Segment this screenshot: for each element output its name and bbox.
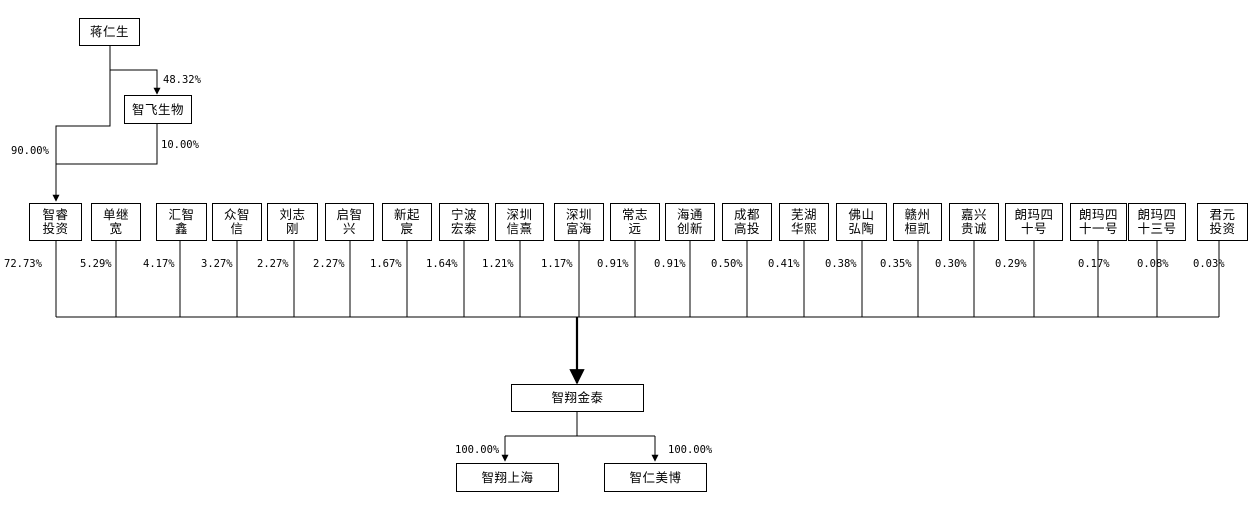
shareholder-node: 朗玛四 十三号: [1128, 203, 1186, 241]
shareholder-node: 朗玛四 十号: [1005, 203, 1063, 241]
subsidiary-node-1: 智翔上海: [456, 463, 559, 492]
shareholder-pct: 1.64%: [426, 258, 458, 270]
shareholder-node: 刘志 刚: [267, 203, 318, 241]
shareholder-node: 海通 创新: [665, 203, 715, 241]
subsidiary-1-pct: 100.00%: [455, 444, 500, 456]
shareholder-pct: 3.27%: [201, 258, 233, 270]
shareholder-node: 朗玛四 十一号: [1070, 203, 1127, 241]
target-node: 智翔金泰: [511, 384, 644, 412]
company-target-pct: 10.00%: [161, 139, 199, 151]
shareholder-pct: 0.29%: [995, 258, 1027, 270]
shareholder-pct: 2.27%: [257, 258, 289, 270]
person-target-pct: 90.00%: [11, 145, 49, 157]
person-company-pct: 48.32%: [163, 74, 201, 86]
shareholder-node: 启智 兴: [325, 203, 374, 241]
shareholder-pct: 2.27%: [313, 258, 345, 270]
edge-person-company: [109, 46, 161, 95]
shareholder-pct: 0.03%: [1193, 258, 1225, 270]
shareholder-node: 成都 高投: [722, 203, 772, 241]
shareholder-node: 深圳 信熹: [495, 203, 544, 241]
edge-person-target: [52, 70, 111, 202]
shareholder-pct: 0.91%: [597, 258, 629, 270]
shareholder-pct: 0.41%: [768, 258, 800, 270]
shareholder-pct: 1.67%: [370, 258, 402, 270]
company-node: 智飞生物: [124, 95, 192, 124]
edge-company-target: [56, 124, 158, 165]
shareholder-pct: 72.73%: [4, 258, 42, 270]
shareholder-node: 宁波 宏泰: [439, 203, 489, 241]
shareholder-pct: 0.08%: [1137, 258, 1169, 270]
shareholder-node: 赣州 桓凯: [893, 203, 942, 241]
shareholder-node: 深圳 富海: [554, 203, 604, 241]
person-node: 蒋仁生: [79, 18, 140, 46]
shareholder-pct: 1.17%: [541, 258, 573, 270]
shareholder-node: 众智 信: [212, 203, 262, 241]
shareholder-pct: 1.21%: [482, 258, 514, 270]
shareholder-node: 单继 宽: [91, 203, 141, 241]
shareholder-node: 嘉兴 贵诚: [949, 203, 999, 241]
shareholder-pct: 5.29%: [80, 258, 112, 270]
shareholder-node: 芜湖 华熙: [779, 203, 829, 241]
shareholder-node: 佛山 弘陶: [836, 203, 887, 241]
shareholder-node: 智睿 投资: [29, 203, 82, 241]
shareholder-pct: 0.35%: [880, 258, 912, 270]
shareholder-node: 新起 宸: [382, 203, 432, 241]
shareholder-node: 常志 远: [610, 203, 660, 241]
edge-target-subsidiaries: [505, 412, 655, 437]
shareholder-pct: 0.17%: [1078, 258, 1110, 270]
subsidiary-2-pct: 100.00%: [668, 444, 713, 456]
shareholder-node: 君元 投资: [1197, 203, 1248, 241]
shareholder-pct: 0.50%: [711, 258, 743, 270]
shareholder-pct: 0.38%: [825, 258, 857, 270]
subsidiary-node-2: 智仁美博: [604, 463, 707, 492]
shareholder-node: 汇智 鑫: [156, 203, 207, 241]
shareholder-pct: 4.17%: [143, 258, 175, 270]
shareholder-pct: 0.91%: [654, 258, 686, 270]
shareholder-pct: 0.30%: [935, 258, 967, 270]
